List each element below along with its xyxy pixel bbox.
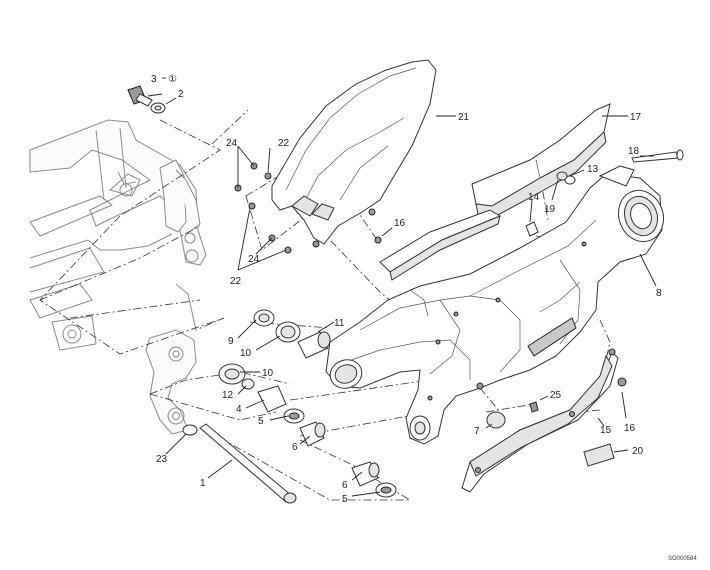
part-label-12: 12 — [222, 390, 234, 401]
part-label-7: 7 — [474, 426, 480, 437]
part-label-24-upper: 24 — [226, 138, 238, 149]
part-label-11: 11 — [334, 318, 345, 329]
part-label-13: 13 — [587, 164, 599, 175]
part-label-1: 1 — [200, 478, 206, 489]
frame-structure — [29, 119, 207, 435]
part-label-15: 15 — [600, 425, 612, 436]
part-label-22-lower: 22 — [230, 276, 242, 287]
single-sided-swingarm — [325, 165, 665, 445]
chain-slider-upper — [379, 209, 502, 281]
part-label-17: 17 — [630, 112, 642, 123]
part-label-2: 2 — [178, 89, 184, 100]
part-label-25: 25 — [550, 390, 562, 401]
part-label-14: 14 — [528, 192, 540, 203]
chain-slider-lower — [461, 348, 619, 493]
part-label-20: 20 — [632, 446, 644, 457]
part-label-5-lower: 5 — [342, 494, 348, 505]
pivot-components — [127, 85, 397, 504]
part-label-5-upper: 5 — [258, 416, 264, 427]
part-label-10-upper: 10 — [240, 348, 252, 359]
part-label-16-upper: 16 — [394, 218, 406, 229]
part-label-18: 18 — [628, 146, 640, 157]
part-label-22-upper: 22 — [278, 138, 290, 149]
part-label-6-lower: 6 — [342, 480, 348, 491]
part-label-3-note: ① — [168, 74, 177, 85]
part-label-24-lower: 24 — [248, 254, 260, 265]
part-label-23: 23 — [156, 454, 168, 465]
part-label-19: 19 — [544, 204, 556, 215]
part-labels: 3 ① 2 21 17 24 22 18 13 19 14 16 24 22 8… — [151, 74, 697, 562]
part-label-9: 9 — [228, 336, 234, 347]
part-label-4: 4 — [236, 404, 242, 415]
rear-hugger-mudguard — [271, 59, 437, 248]
leader-lines — [147, 77, 657, 497]
part-label-16-lower: 16 — [624, 423, 636, 434]
part-label-10-lower: 10 — [262, 368, 274, 379]
part-label-21: 21 — [458, 112, 470, 123]
part-label-8: 8 — [656, 288, 662, 299]
part-label-3: 3 — [151, 74, 157, 85]
drawing-reference-code: SO000584 — [668, 556, 697, 562]
part-label-6-upper: 6 — [292, 442, 298, 453]
